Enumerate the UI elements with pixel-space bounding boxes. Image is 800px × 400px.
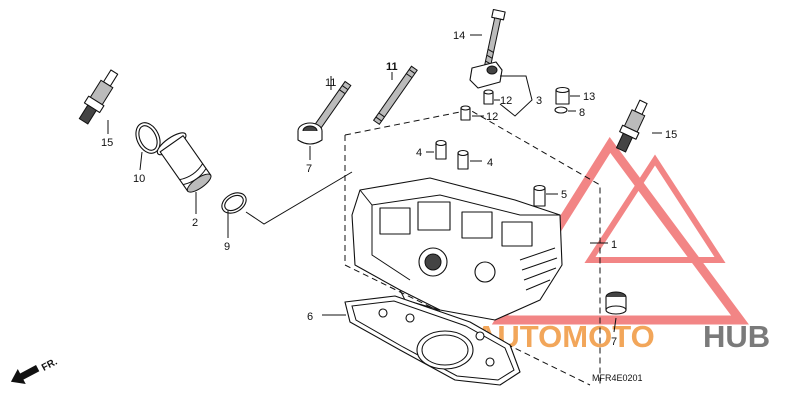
dowel-pin-12-upper (483, 89, 494, 105)
callout-2: 2 (192, 217, 198, 229)
diagram-code: MFR4E0201 (592, 373, 643, 383)
direction-label: FR. (40, 356, 60, 373)
callout-4-right: 4 (487, 157, 493, 169)
callout-15-left: 15 (101, 137, 113, 149)
callout-12-lower: 12 (486, 111, 498, 123)
dowel-pin-4-left (435, 139, 447, 160)
head-gasket (344, 295, 521, 386)
bolt-14 (483, 8, 506, 71)
sleeve-13 (555, 86, 570, 105)
grommet-7-left (297, 122, 323, 145)
dowel-pin-12-lower (460, 105, 471, 121)
dowel-pin-4-right (457, 149, 469, 170)
callout-4-left: 4 (416, 147, 422, 159)
callout-12-upper: 12 (500, 95, 512, 107)
callout-9: 9 (224, 241, 230, 253)
front-direction-arrow: FR. (10, 356, 60, 385)
spark-plug-left (78, 69, 119, 125)
holder-3 (469, 61, 503, 89)
callout-7-right: 7 (611, 336, 617, 348)
callout-1: 1 (611, 239, 617, 251)
callout-10: 10 (133, 173, 145, 185)
callout-15-right: 15 (665, 129, 677, 141)
callout-11-right: 11 (386, 61, 398, 73)
o-ring-10 (135, 122, 161, 154)
callout-6: 6 (307, 311, 313, 323)
stud-bolt-11-right (372, 65, 418, 126)
callout-8: 8 (579, 107, 585, 119)
cylinder-head (351, 177, 563, 321)
callout-11-left: 11 (325, 77, 336, 89)
o-ring-9 (221, 192, 247, 214)
o-ring-8 (554, 106, 568, 114)
callout-7-left: 7 (306, 163, 312, 175)
callout-14: 14 (453, 30, 465, 42)
spark-plug-sleeve-2 (156, 132, 212, 193)
watermark-text-hub: HUB (703, 319, 770, 354)
callout-5: 5 (561, 189, 567, 201)
callout-13: 13 (583, 91, 595, 103)
grommet-7-right (605, 291, 627, 315)
spark-plug-right (615, 99, 648, 153)
pipe-5 (533, 184, 546, 207)
callout-3: 3 (536, 95, 542, 107)
